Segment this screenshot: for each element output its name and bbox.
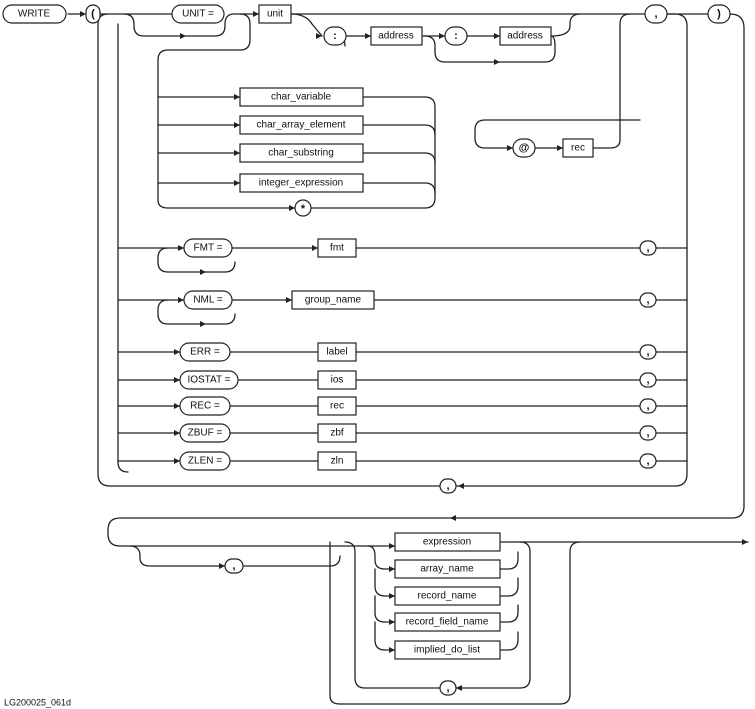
char-variable-box: char_variable <box>239 87 364 107</box>
char-substring-box: char_substring <box>239 143 364 163</box>
unit-kw-terminal: UNIT = <box>171 4 225 24</box>
lparen-terminal: ( <box>85 4 101 24</box>
unit-box: unit <box>258 4 292 24</box>
fmt-box: fmt <box>317 238 357 258</box>
comma-symbol-nml: , <box>646 294 649 306</box>
ios-box: ios <box>317 370 357 390</box>
iostat-kw-terminal: IOSTAT = <box>179 370 239 390</box>
rparen-terminal: ) <box>707 4 731 24</box>
comma-terminal-zlen: , <box>639 453 657 469</box>
zbf-box: zbf <box>317 423 357 443</box>
err-kw-terminal: ERR = <box>179 342 231 362</box>
comma-terminal-fmt: , <box>639 240 657 256</box>
comma-symbol-list-loop: , <box>446 682 449 694</box>
figure-id: LG200025_061d <box>4 697 71 707</box>
star-symbol: * <box>301 203 306 215</box>
group-name-box: group_name <box>291 290 375 310</box>
comma-terminal-zbuf: , <box>639 425 657 441</box>
comma-terminal-iostat: , <box>639 372 657 388</box>
rec-kw-label: REC = <box>190 401 220 412</box>
comma-terminal-loop: , <box>439 478 457 494</box>
colon-terminal-1: : <box>323 26 347 46</box>
rparen-symbol: ) <box>717 8 721 20</box>
zbf-label: zbf <box>330 428 344 439</box>
unit-label: unit <box>267 9 283 20</box>
comma-terminal-err: , <box>639 344 657 360</box>
fmt-kw-label: FMT = <box>194 243 223 254</box>
colon-symbol-1: : <box>333 30 337 42</box>
write-terminal: WRITE <box>2 4 67 24</box>
rec-label-at: rec <box>571 143 585 154</box>
address-label-2: address <box>507 31 543 42</box>
char-substring-label: char_substring <box>268 148 334 159</box>
address-box-2: address <box>499 26 552 46</box>
rec-label: rec <box>330 401 344 412</box>
comma-symbol-zbuf: , <box>646 427 649 439</box>
comma-symbol-list-start: , <box>232 560 235 572</box>
group-name-label: group_name <box>305 295 362 306</box>
write-keyword: WRITE <box>18 9 51 20</box>
integer-expression-label: integer_expression <box>259 178 344 189</box>
lparen-symbol: ( <box>91 8 95 20</box>
rec-box-at: rec <box>562 138 594 158</box>
zln-box: zln <box>317 451 357 471</box>
address-box-1: address <box>370 26 423 46</box>
label-label: label <box>326 347 347 358</box>
comma-symbol-iostat: , <box>646 374 649 386</box>
comma-symbol-rec: , <box>646 400 649 412</box>
char-variable-label: char_variable <box>271 92 331 103</box>
expression-label: expression <box>423 537 471 548</box>
array-name-box: array_name <box>394 559 501 579</box>
record-name-label: record_name <box>418 591 477 602</box>
zln-label: zln <box>331 456 344 467</box>
record-name-box: record_name <box>394 586 501 606</box>
char-array-element-label: char_array_element <box>257 120 346 131</box>
label-box: label <box>317 342 357 362</box>
expression-box: expression <box>394 532 501 552</box>
comma-symbol-zlen: , <box>646 455 649 467</box>
address-label-1: address <box>378 31 414 42</box>
nml-kw-terminal: NML = <box>183 290 233 310</box>
comma-symbol-top: , <box>654 8 657 20</box>
zlen-kw-terminal: ZLEN = <box>179 451 231 471</box>
comma-terminal-top: , <box>644 4 668 24</box>
diagram-arrows <box>80 11 748 691</box>
fmt-label: fmt <box>330 243 344 254</box>
comma-terminal-list-start: , <box>224 558 244 574</box>
comma-symbol-fmt: , <box>646 242 649 254</box>
at-terminal: @ <box>512 138 536 158</box>
diagram-lines <box>67 13 749 705</box>
comma-terminal-nml: , <box>639 292 657 308</box>
implied-do-list-box: implied_do_list <box>394 640 501 660</box>
integer-expression-box: integer_expression <box>239 173 364 193</box>
rec-kw-terminal: REC = <box>179 396 231 416</box>
ios-label: ios <box>331 375 344 386</box>
iostat-kw-label: IOSTAT = <box>187 375 230 386</box>
comma-symbol-err: , <box>646 346 649 358</box>
record-field-name-label: record_field_name <box>406 617 489 628</box>
rec-box: rec <box>317 396 357 416</box>
fmt-kw-terminal: FMT = <box>183 238 233 258</box>
record-field-name-box: record_field_name <box>394 612 501 632</box>
at-symbol: @ <box>519 142 530 154</box>
colon-terminal-2: : <box>444 26 468 46</box>
nml-kw-label: NML = <box>193 295 223 306</box>
star-terminal: * <box>294 199 312 217</box>
zbuf-kw-terminal: ZBUF = <box>179 423 231 443</box>
unit-kw-label: UNIT = <box>182 9 214 20</box>
comma-terminal-list-loop: , <box>439 680 457 696</box>
implied-do-list-label: implied_do_list <box>414 645 480 656</box>
colon-symbol-2: : <box>454 30 458 42</box>
zbuf-kw-label: ZBUF = <box>188 428 223 439</box>
char-array-element-box: char_array_element <box>239 115 364 135</box>
comma-symbol-loop: , <box>446 480 449 492</box>
array-name-label: array_name <box>420 564 474 575</box>
err-kw-label: ERR = <box>190 347 220 358</box>
comma-terminal-rec: , <box>639 398 657 414</box>
zlen-kw-label: ZLEN = <box>188 456 222 467</box>
